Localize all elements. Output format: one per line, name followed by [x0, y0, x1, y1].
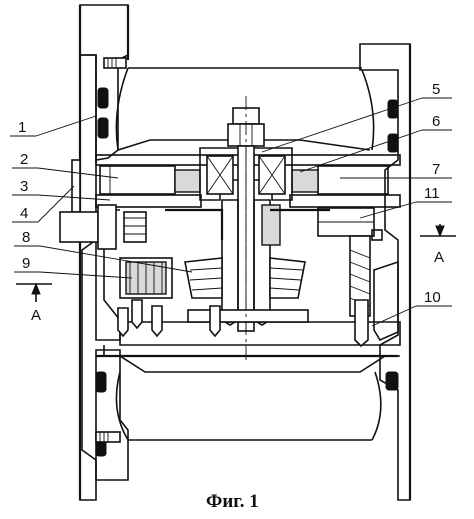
left-roller: [99, 165, 201, 195]
central-bearing-housing: [199, 147, 293, 201]
label-5: 5: [432, 81, 440, 98]
right-housing-wall: [359, 43, 412, 501]
right-bracket: [270, 207, 383, 317]
bottom-screws: [117, 299, 369, 348]
label-4: 4: [20, 205, 28, 222]
left-gear: [119, 257, 173, 299]
figure-caption: Фиг. 1: [206, 491, 259, 512]
label-10: 10: [424, 289, 441, 306]
label-11: 11: [424, 185, 440, 202]
label-9: 9: [22, 255, 30, 272]
section-letter-left: A: [31, 307, 41, 324]
callouts-right: 5 6 7 11 10: [261, 81, 452, 327]
label-7: 7: [432, 161, 440, 178]
bottom-left-screw: [95, 431, 121, 443]
label-6: 6: [432, 113, 440, 130]
section-letter-right: A: [434, 249, 444, 266]
label-1: 1: [18, 119, 26, 136]
label-3: 3: [20, 178, 28, 195]
upper-tube: [115, 67, 375, 151]
bevel-gear: [184, 257, 223, 299]
central-bolt: [227, 107, 265, 332]
label-2: 2: [20, 151, 28, 168]
lower-tube: [115, 371, 382, 441]
right-bevel-gear: [269, 257, 306, 299]
section-marker-left: A: [16, 282, 52, 324]
left-seals: [95, 87, 109, 457]
label-8: 8: [22, 229, 30, 246]
side-bolt-assembly: [59, 159, 147, 250]
section-marker-right: A: [420, 224, 456, 266]
top-left-screw: [103, 57, 127, 69]
left-bracket: [100, 208, 224, 240]
callouts-left: 1 2 3 4 8 9: [10, 115, 193, 279]
